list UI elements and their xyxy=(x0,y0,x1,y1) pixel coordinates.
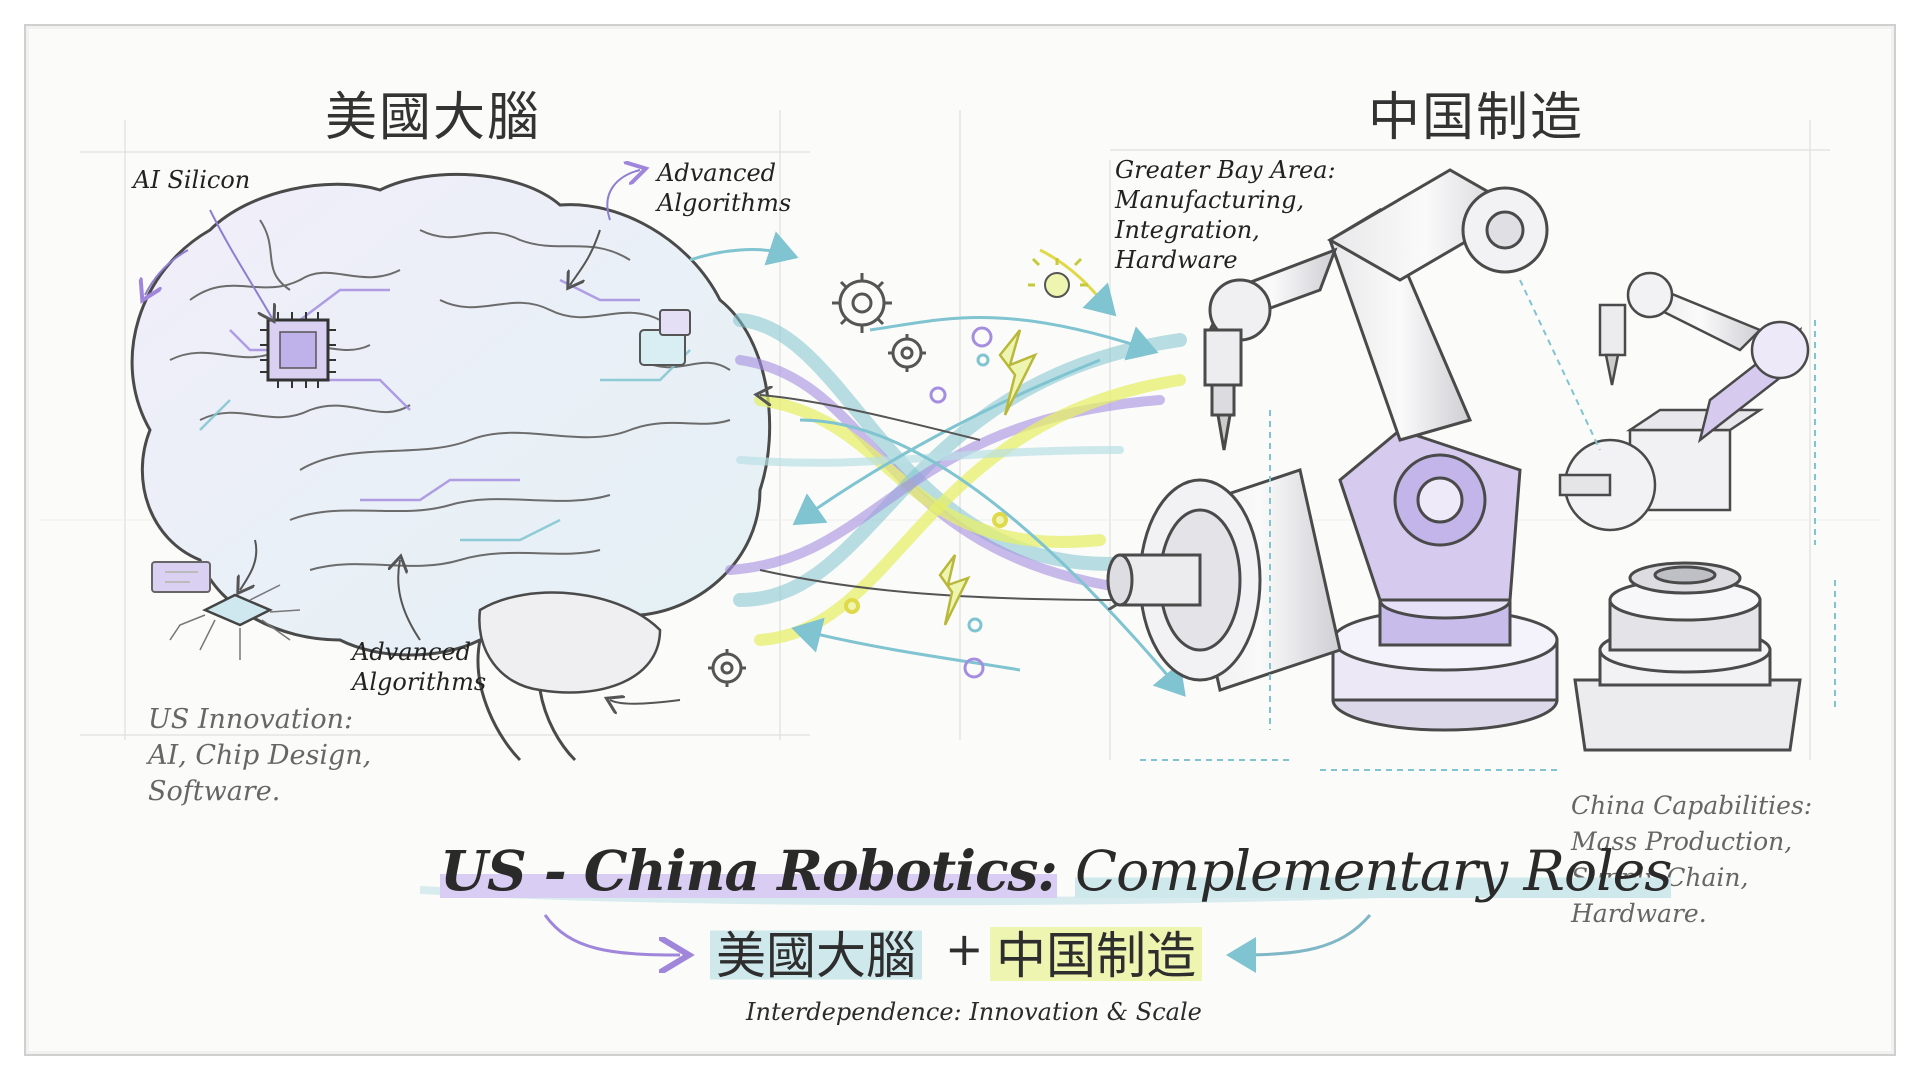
label-line: Hardware. xyxy=(1571,899,1707,928)
rotary-base xyxy=(1573,561,1802,752)
label-line: AI, Chip Design, xyxy=(148,740,372,771)
main-title: US - China Robotics: Complementary Roles xyxy=(440,838,1672,903)
label-line: Greater Bay Area: xyxy=(1115,156,1336,184)
label-line: US Innovation: xyxy=(148,704,354,735)
brain-sketch xyxy=(130,172,772,762)
idea-icon xyxy=(1028,257,1088,298)
label-greater-bay-area: Greater Bay Area: Manufacturing, Integra… xyxy=(1115,155,1336,275)
subtitle-right: 中国制造 xyxy=(990,916,1202,988)
subtitle-plus: + xyxy=(945,922,984,976)
label-line: Algorithms xyxy=(657,189,792,217)
subtitle-left: 美國大腦 xyxy=(710,916,922,988)
label-line: Software. xyxy=(148,776,281,807)
label-line: Advanced xyxy=(657,159,777,187)
label-line: Hardware xyxy=(1115,246,1238,274)
title-part1: US - China Robotics: xyxy=(440,838,1058,903)
robot-arm-small xyxy=(1558,271,1810,532)
label-line: Manufacturing, xyxy=(1115,186,1305,214)
heading-right: 中国制造 xyxy=(1368,88,1585,148)
cpu-chip-icon xyxy=(260,312,336,388)
caption: Interdependence: Innovation & Scale xyxy=(746,998,1202,1026)
robot-arm-large xyxy=(1203,168,1559,732)
label-line: China Capabilities: xyxy=(1571,791,1813,820)
label-line: Integration, xyxy=(1115,216,1260,244)
label-advanced-algorithms-bottom: Advanced Algorithms xyxy=(352,637,486,697)
label-line: Algorithms xyxy=(352,668,487,696)
label-ai-silicon: AI Silicon xyxy=(133,166,251,194)
lightning-icon xyxy=(938,329,1038,626)
label-line: Advanced xyxy=(352,638,472,666)
label-us-innovation: US Innovation: AI, Chip Design, Software… xyxy=(148,702,371,810)
heading-left: 美國大腦 xyxy=(325,88,542,148)
small-chip-icon xyxy=(151,561,301,660)
title-part2: Complementary Roles xyxy=(1074,839,1672,903)
gear-icon xyxy=(708,273,926,687)
rotary-joint xyxy=(1106,468,1342,692)
label-advanced-algorithms-top: Advanced Algorithms xyxy=(657,158,791,218)
